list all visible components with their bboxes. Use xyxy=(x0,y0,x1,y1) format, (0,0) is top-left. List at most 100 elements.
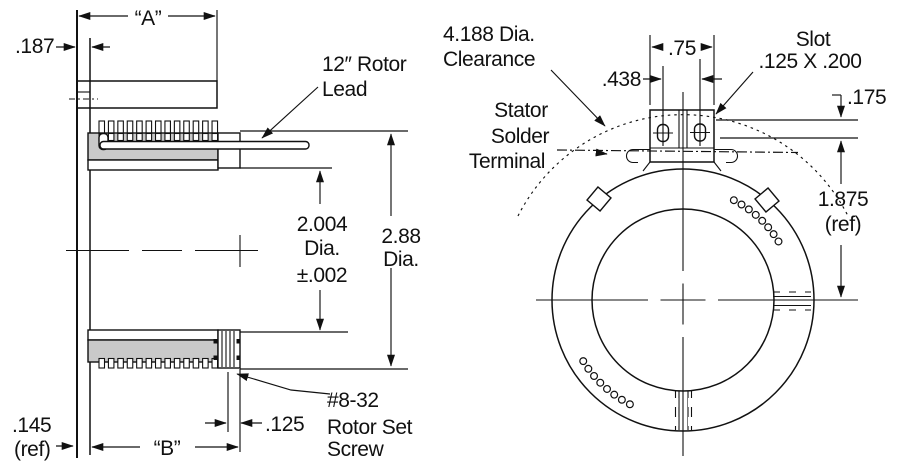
tooth xyxy=(107,357,115,369)
lamination-teeth-top xyxy=(98,120,219,135)
stator-label-1: Stator xyxy=(494,99,548,122)
rivet-hole xyxy=(769,230,778,239)
front-view: 4.188 Dia. Clearance Stator Solder Termi… xyxy=(443,23,887,456)
tooth xyxy=(126,357,134,369)
set-screw-label-1: #8-32 xyxy=(327,389,379,412)
rivet-hole xyxy=(764,223,773,232)
screw-relief xyxy=(796,306,805,313)
dim-75-label: .75 xyxy=(668,37,696,60)
solder-terminal-left xyxy=(625,148,650,164)
tooth xyxy=(183,120,190,135)
dim-438-label: .438 xyxy=(602,68,641,91)
set-screw-6oclock xyxy=(674,391,693,430)
clearance-label-2: Clearance xyxy=(443,48,535,71)
side-section-view: “A” .187 12″ Rotor Lead 2.004 Dia. ±.002… xyxy=(12,7,421,461)
ext-line-screw xyxy=(227,369,241,452)
centerline-gap xyxy=(648,295,661,308)
rivet-holes-upper xyxy=(729,196,783,246)
screw-relief xyxy=(688,417,695,426)
centerline-gap xyxy=(677,271,690,284)
bore-dia-label-1: 2.004 xyxy=(297,213,348,236)
rivet-hole xyxy=(729,196,738,205)
slot-openings-top xyxy=(98,132,219,142)
ext-175 xyxy=(716,119,858,139)
solder-terminal-right xyxy=(714,148,739,164)
terminal-block-front xyxy=(649,109,715,163)
tooth xyxy=(183,357,190,369)
tooth xyxy=(126,132,134,142)
tooth xyxy=(145,357,153,369)
tooth xyxy=(98,357,106,369)
mount-tab-left xyxy=(586,186,612,212)
rivet-hole xyxy=(751,210,760,219)
stator-terminal-arrow xyxy=(595,148,608,157)
tooth xyxy=(173,357,181,369)
dim-b-label: “B” xyxy=(154,437,181,460)
dim-a-label: “A” xyxy=(135,7,162,30)
block-feet xyxy=(642,161,722,172)
tooth xyxy=(202,132,209,142)
tooth xyxy=(173,120,181,135)
screw-relief xyxy=(780,306,789,313)
slot-cross-ticks xyxy=(653,131,710,134)
rivet-holes-lower xyxy=(579,357,634,409)
set-screw-leader xyxy=(236,373,331,395)
screw-relief xyxy=(796,289,805,296)
tooth xyxy=(154,357,162,369)
rivet-hole xyxy=(584,364,593,373)
screw-relief xyxy=(672,398,679,407)
rotor-lead-leader xyxy=(261,86,319,139)
slot-openings-bottom xyxy=(98,357,219,369)
tooth xyxy=(211,132,219,142)
tooth xyxy=(117,120,124,135)
rotor-lead-label-2: Lead xyxy=(322,78,367,101)
hatch-band-bottom xyxy=(87,329,219,341)
end-cap-hatched xyxy=(217,132,241,169)
ref-145-label-2: (ref) xyxy=(14,438,51,461)
tooth xyxy=(202,120,209,135)
tooth xyxy=(126,120,134,135)
tooth xyxy=(154,120,162,135)
tooth xyxy=(202,357,209,369)
tooth xyxy=(173,132,181,142)
set-screw-block xyxy=(217,329,241,369)
screw-notch xyxy=(213,339,218,344)
tooth xyxy=(136,120,143,135)
rivet-hole xyxy=(758,216,767,225)
ref-1875-label-2: (ref) xyxy=(825,213,862,236)
tooth xyxy=(183,132,190,142)
rotor-lead-label-1: 12″ Rotor xyxy=(322,53,407,76)
tooth xyxy=(107,132,115,142)
rivet-hole xyxy=(617,395,626,404)
stator-label-3: Terminal xyxy=(469,150,545,173)
terminal-block-side xyxy=(77,80,218,109)
tooth xyxy=(117,132,124,142)
tooth xyxy=(192,120,200,135)
rivet-hole xyxy=(774,237,783,246)
mount-tab-right xyxy=(754,187,780,213)
rivet-hole xyxy=(737,200,746,209)
rivet-hole xyxy=(590,371,599,380)
screw-relief xyxy=(672,417,679,426)
tooth xyxy=(145,120,153,135)
dim-175-label: .175 xyxy=(847,86,886,109)
rivet-hole xyxy=(596,378,605,387)
rivet-hole xyxy=(610,390,619,399)
ext-line-bore xyxy=(240,167,348,333)
rivet-hole xyxy=(579,357,588,366)
bore-dia-label-2: Dia. xyxy=(304,237,340,260)
tooth xyxy=(154,132,162,142)
tooth xyxy=(136,132,143,142)
tooth xyxy=(117,357,124,369)
tooth xyxy=(98,120,106,135)
clearance-label-1: 4.188 Dia. xyxy=(443,23,535,46)
terminal-block-details xyxy=(650,110,714,149)
od-dia-label-1: 2.88 xyxy=(381,225,420,248)
tooth xyxy=(136,357,143,369)
dim-187-label: .187 xyxy=(15,35,54,58)
screw-notch xyxy=(236,339,241,344)
slot-label-1: Slot xyxy=(796,28,831,51)
ext-75 xyxy=(649,35,715,105)
